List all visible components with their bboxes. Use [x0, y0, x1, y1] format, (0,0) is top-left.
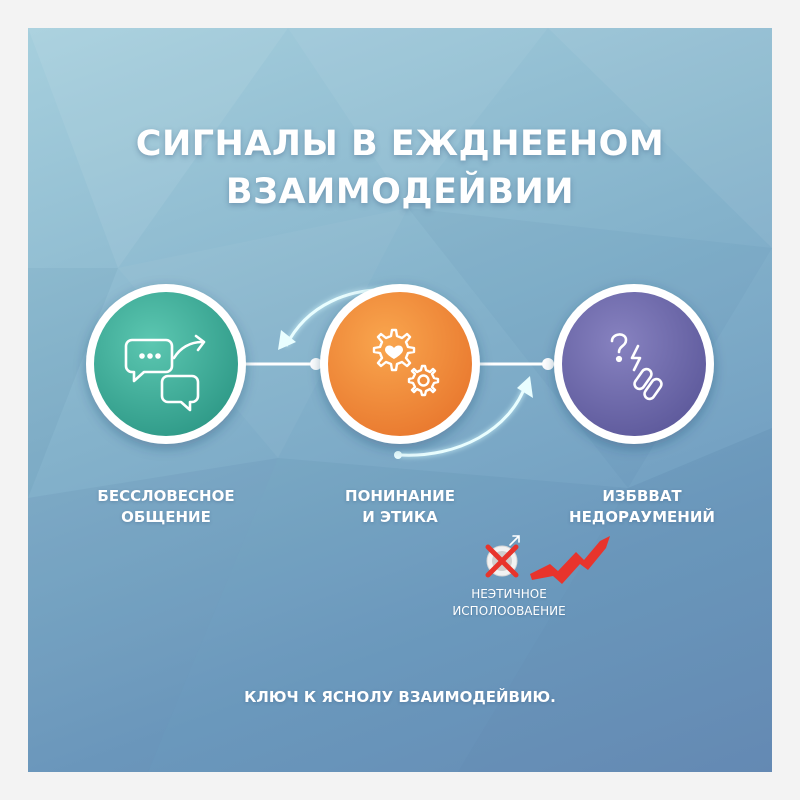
step-label-1: БЕССЛОВЕСНОЕ ОБЩЕНИЕ — [66, 486, 266, 528]
warning-note-line-2: ИСПОЛООВАЕНИЕ — [452, 604, 566, 618]
infographic-card: СИГНАЛЫ В ЕЖДНЕЕНОМ ВЗАИМОДЕЙВИИ — [28, 28, 772, 772]
gears-heart-icon — [372, 328, 440, 397]
curved-arrow-forward-icon — [394, 376, 533, 459]
step-label-3: ИЗБВВАТ НЕДОРАУМЕНИЙ — [542, 486, 742, 528]
title-line-2: ВЗАИМОДЕЙВИИ — [225, 172, 575, 212]
step-label-3-line-2: НЕДОРАУМЕНИЙ — [569, 508, 715, 526]
question-link-icon — [610, 333, 663, 401]
page-title: СИГНАЛЫ В ЕЖДНЕЕНОМ ВЗАИМОДЕЙВИИ — [28, 120, 772, 216]
warning-note-line-1: НЕЭТИЧНОЕ — [471, 587, 547, 601]
step-label-2-line-2: И ЭТИКА — [362, 508, 438, 526]
cross-mark-icon — [485, 535, 520, 578]
connector-dot-2 — [542, 358, 554, 370]
connector-dot-1 — [310, 358, 322, 370]
chat-bubbles-icon — [124, 334, 206, 412]
zigzag-arrow-icon — [530, 536, 610, 584]
step-label-2: ПОНИНАНИЕ И ЭТИКА — [300, 486, 500, 528]
step-label-1-line-1: БЕССЛОВЕСНОЕ — [97, 487, 235, 505]
footer-caption: КЛЮЧ К ЯСНОЛУ ВЗАИМОДЕЙВИЮ. — [244, 688, 556, 706]
step-circle-1 — [86, 284, 246, 444]
step-circle-3 — [554, 284, 714, 444]
process-diagram — [86, 284, 714, 584]
background-pattern — [28, 28, 772, 772]
step-circle-2 — [320, 284, 480, 444]
warning-note: НЕЭТИЧНОЕ ИСПОЛООВАЕНИЕ — [424, 586, 594, 620]
title-line-1: СИГНАЛЫ В ЕЖДНЕЕНОМ — [135, 124, 665, 164]
step-label-1-line-2: ОБЩЕНИЕ — [121, 508, 211, 526]
step-label-2-line-1: ПОНИНАНИЕ — [345, 487, 455, 505]
step-label-3-line-1: ИЗБВВАТ — [602, 487, 682, 505]
